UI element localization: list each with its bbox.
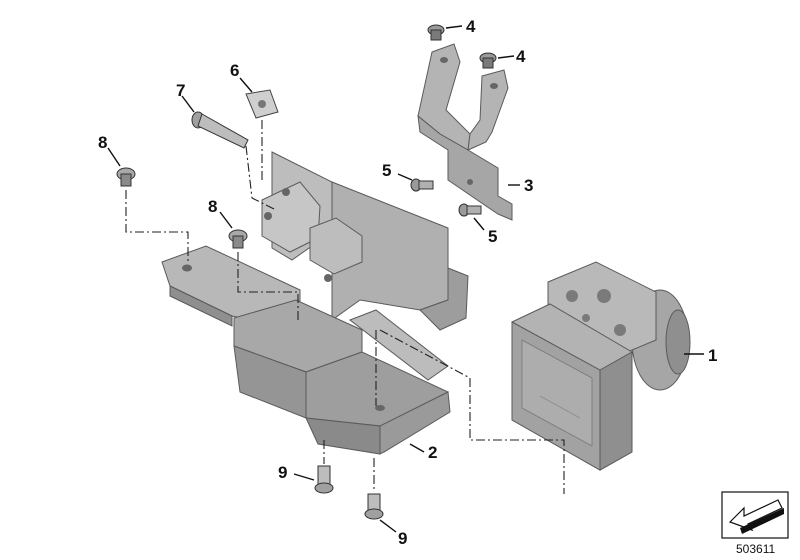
screw-part-5-lower[interactable]	[458, 203, 482, 217]
callout-part-1: 1	[708, 346, 717, 365]
arrow-down-left-icon[interactable]	[721, 491, 789, 539]
callout-part-9-right: 9	[398, 529, 407, 548]
callout-part-3: 3	[524, 176, 533, 195]
callout-part-4-right: 4	[516, 47, 526, 66]
callout-part-8-left: 8	[98, 133, 107, 152]
screw-part-8-right[interactable]	[228, 229, 248, 249]
screw-part-5-upper[interactable]	[410, 178, 434, 192]
reference-code: 503611	[736, 542, 775, 556]
screw-part-4-left[interactable]	[427, 24, 445, 41]
screw-part-4-right[interactable]	[479, 52, 497, 69]
carrier-bracket-part-2[interactable]	[161, 151, 469, 455]
callout-part-6: 6	[230, 61, 239, 80]
assembly-lines	[125, 120, 565, 494]
callout-part-5-upper: 5	[382, 161, 391, 180]
callout-part-5-lower: 5	[488, 227, 497, 246]
stud-part-9-left[interactable]	[314, 465, 334, 494]
bolt-part-7[interactable]	[191, 111, 249, 149]
abs-control-unit-part-1[interactable]	[511, 261, 691, 471]
holder-bracket-part-3[interactable]	[417, 43, 513, 221]
clip-nut-part-6[interactable]	[245, 89, 279, 119]
callout-part-9-left: 9	[278, 463, 287, 482]
stud-part-9-right[interactable]	[364, 493, 384, 520]
screw-part-8-left[interactable]	[116, 167, 136, 187]
leader-lines	[107, 25, 704, 533]
callout-part-2: 2	[428, 443, 437, 462]
callout-part-7: 7	[176, 81, 185, 100]
callout-part-4-left: 4	[466, 17, 476, 36]
callout-part-8-right: 8	[208, 197, 217, 216]
